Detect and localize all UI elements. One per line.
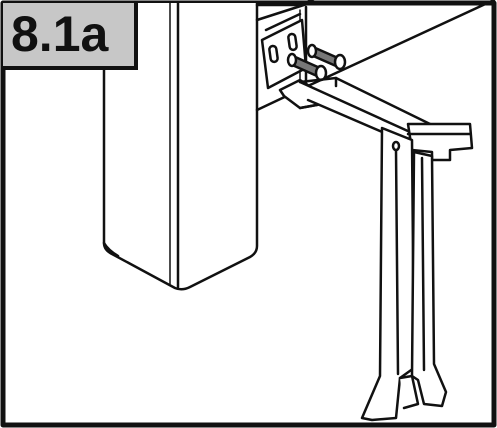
step-number-label: 8.1a [3,3,138,70]
screw-upper [306,43,347,71]
screw-lower [286,52,328,82]
clamp-head [406,122,474,162]
clamp-leg-back [398,150,448,410]
table-leg [102,1,259,291]
